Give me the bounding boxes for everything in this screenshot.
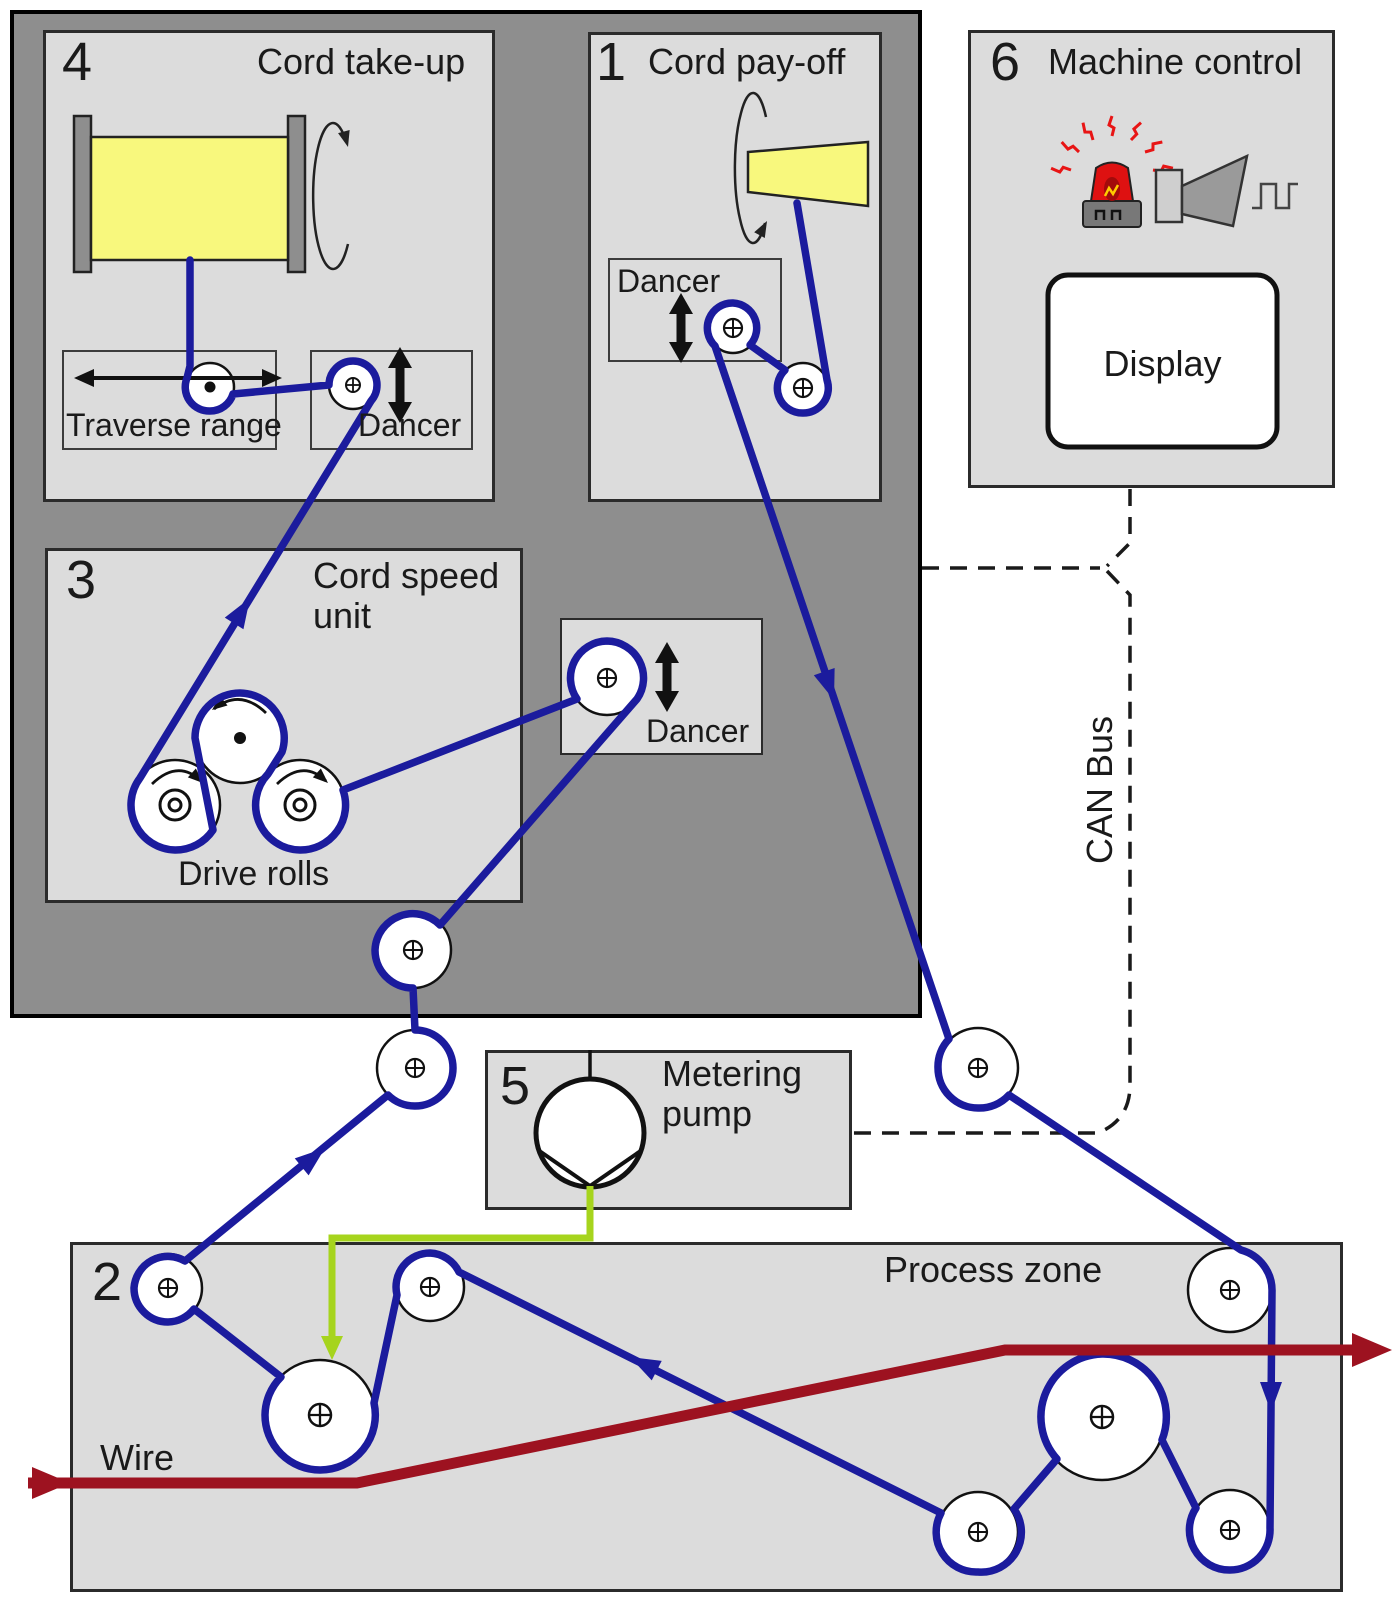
section-title: Cord take-up	[257, 41, 466, 82]
section-title: Process zone	[884, 1249, 1103, 1290]
section-title-line: unit	[313, 595, 372, 637]
dancer-label: Dancer	[617, 263, 721, 299]
section-number: 4	[62, 32, 93, 92]
section-process-zone	[70, 1242, 1343, 1592]
drive-rolls-label: Drive rolls	[178, 855, 330, 893]
section-title-line: Metering	[662, 1053, 803, 1094]
pulley	[936, 1026, 1020, 1110]
section-number: 6	[990, 32, 1021, 92]
dancer-label: Dancer	[358, 407, 462, 443]
section-title: Cord pay-off	[648, 41, 846, 82]
section-number: 3	[66, 550, 97, 610]
section-title-line: Cord speed	[313, 555, 500, 596]
section-number: 5	[500, 1056, 531, 1116]
section-title: Cord speed unit	[313, 555, 500, 637]
display-label: Display	[1103, 343, 1222, 384]
traverse-range-label: Traverse range	[66, 407, 282, 443]
can-bus-label: CAN Bus	[1078, 715, 1120, 865]
section-number: 1	[596, 32, 627, 92]
section-number: 2	[92, 1252, 123, 1312]
section-machine-control	[968, 30, 1335, 488]
section-title-line: pump	[662, 1093, 753, 1135]
dancer-label: Dancer	[646, 713, 750, 749]
section-title: Machine control	[1048, 41, 1303, 82]
pulley	[375, 1028, 455, 1108]
wire-label: Wire	[100, 1437, 174, 1478]
section-title: Metering pump	[662, 1053, 803, 1135]
